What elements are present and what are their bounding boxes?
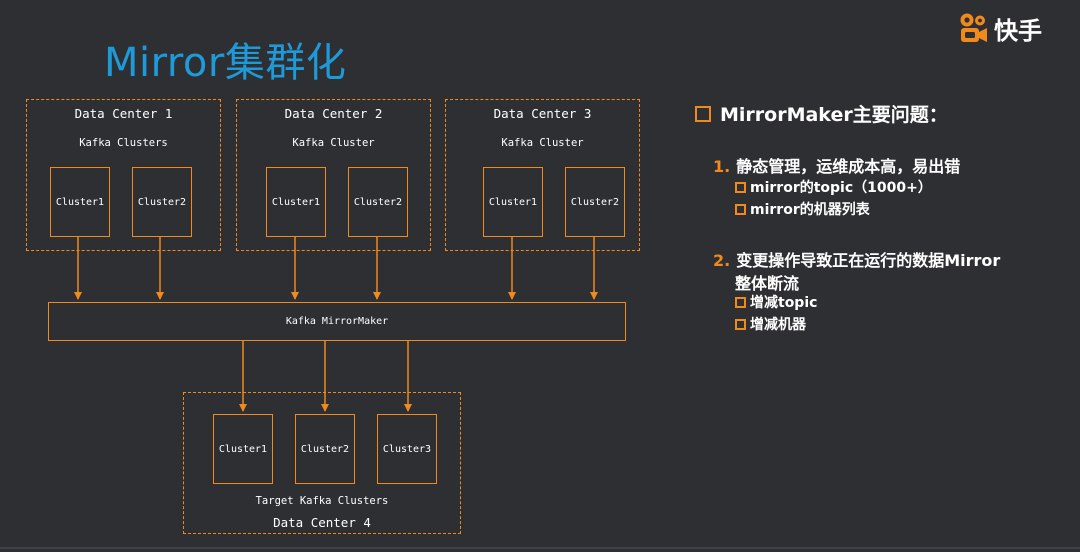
cluster-box: Cluster2 [348, 167, 408, 237]
panel-heading-text: MirrorMaker主要问题： [720, 104, 948, 126]
data-center-subtitle: Target Kafka Clusters [255, 495, 389, 507]
cluster-box: Cluster1 [266, 167, 326, 237]
cluster-box: Cluster1 [483, 167, 543, 237]
data-center-title: Data Center 2 [284, 106, 383, 121]
issue-text: 变更操作导致正在运行的数据Mirror [736, 251, 1001, 270]
issue-sub-text: 增减topic [750, 295, 818, 311]
cluster-box: Cluster2 [565, 167, 625, 237]
square-bullet-icon [735, 296, 746, 308]
data-center-subtitle: Kafka Cluster [292, 137, 375, 149]
issue-sub-item: mirror的机器列表 [735, 199, 870, 219]
issue-sub-text: 增减机器 [750, 317, 806, 333]
square-bullet-icon [695, 106, 711, 122]
bottom-divider [0, 547, 1080, 549]
slide-title: Mirror集群化 [104, 40, 347, 86]
square-bullet-icon [735, 318, 746, 330]
kuaishou-logo-icon [960, 13, 987, 42]
data-center-title: Data Center 1 [74, 106, 173, 121]
cluster-box: Cluster3 [377, 414, 437, 484]
issue-number: 1. [713, 157, 731, 176]
kuaishou-logo: 快手 [958, 10, 1042, 46]
data-center-subtitle: Kafka Clusters [79, 137, 168, 149]
data-center-title: Data Center 4 [273, 515, 371, 530]
square-bullet-icon [735, 181, 746, 193]
data-center-title: Data Center 3 [493, 106, 592, 121]
panel-heading: MirrorMaker主要问题： [695, 100, 948, 127]
issue-text-continued: 整体断流 [735, 274, 800, 293]
issue-item-1: 1. 静态管理，运维成本高，易出错 [713, 153, 960, 177]
data-center-subtitle: Kafka Cluster [501, 137, 584, 149]
cluster-box: Cluster1 [50, 167, 110, 237]
cluster-box: Cluster2 [295, 414, 355, 484]
issue-sub-item: mirror的topic（1000+） [735, 177, 932, 197]
issue-sub-item: 增减机器 [735, 314, 806, 334]
cluster-box: Cluster2 [132, 167, 192, 237]
issue-number: 2. [713, 251, 731, 270]
data-center-3: Data Center 3 Kafka Cluster Cluster1 Clu… [445, 99, 640, 251]
issue-item-2: 2. 变更操作导致正在运行的数据Mirror [713, 247, 1000, 271]
kafka-mirrormaker-box: Kafka MirrorMaker [48, 302, 626, 341]
cluster-box: Cluster1 [213, 414, 273, 484]
issue-sub-text: mirror的机器列表 [750, 202, 870, 218]
data-center-2: Data Center 2 Kafka Cluster Cluster1 Clu… [236, 99, 431, 251]
data-center-1: Data Center 1 Kafka Clusters Cluster1 Cl… [26, 99, 221, 251]
square-bullet-icon [735, 203, 746, 215]
issue-sub-text: mirror的topic（1000+） [750, 180, 932, 196]
issue-sub-item: 增减topic [735, 292, 817, 312]
data-center-4: Cluster1 Cluster2 Cluster3 Target Kafka … [183, 392, 461, 534]
logo-text: 快手 [994, 16, 1042, 45]
issue-text: 静态管理，运维成本高，易出错 [736, 157, 961, 176]
